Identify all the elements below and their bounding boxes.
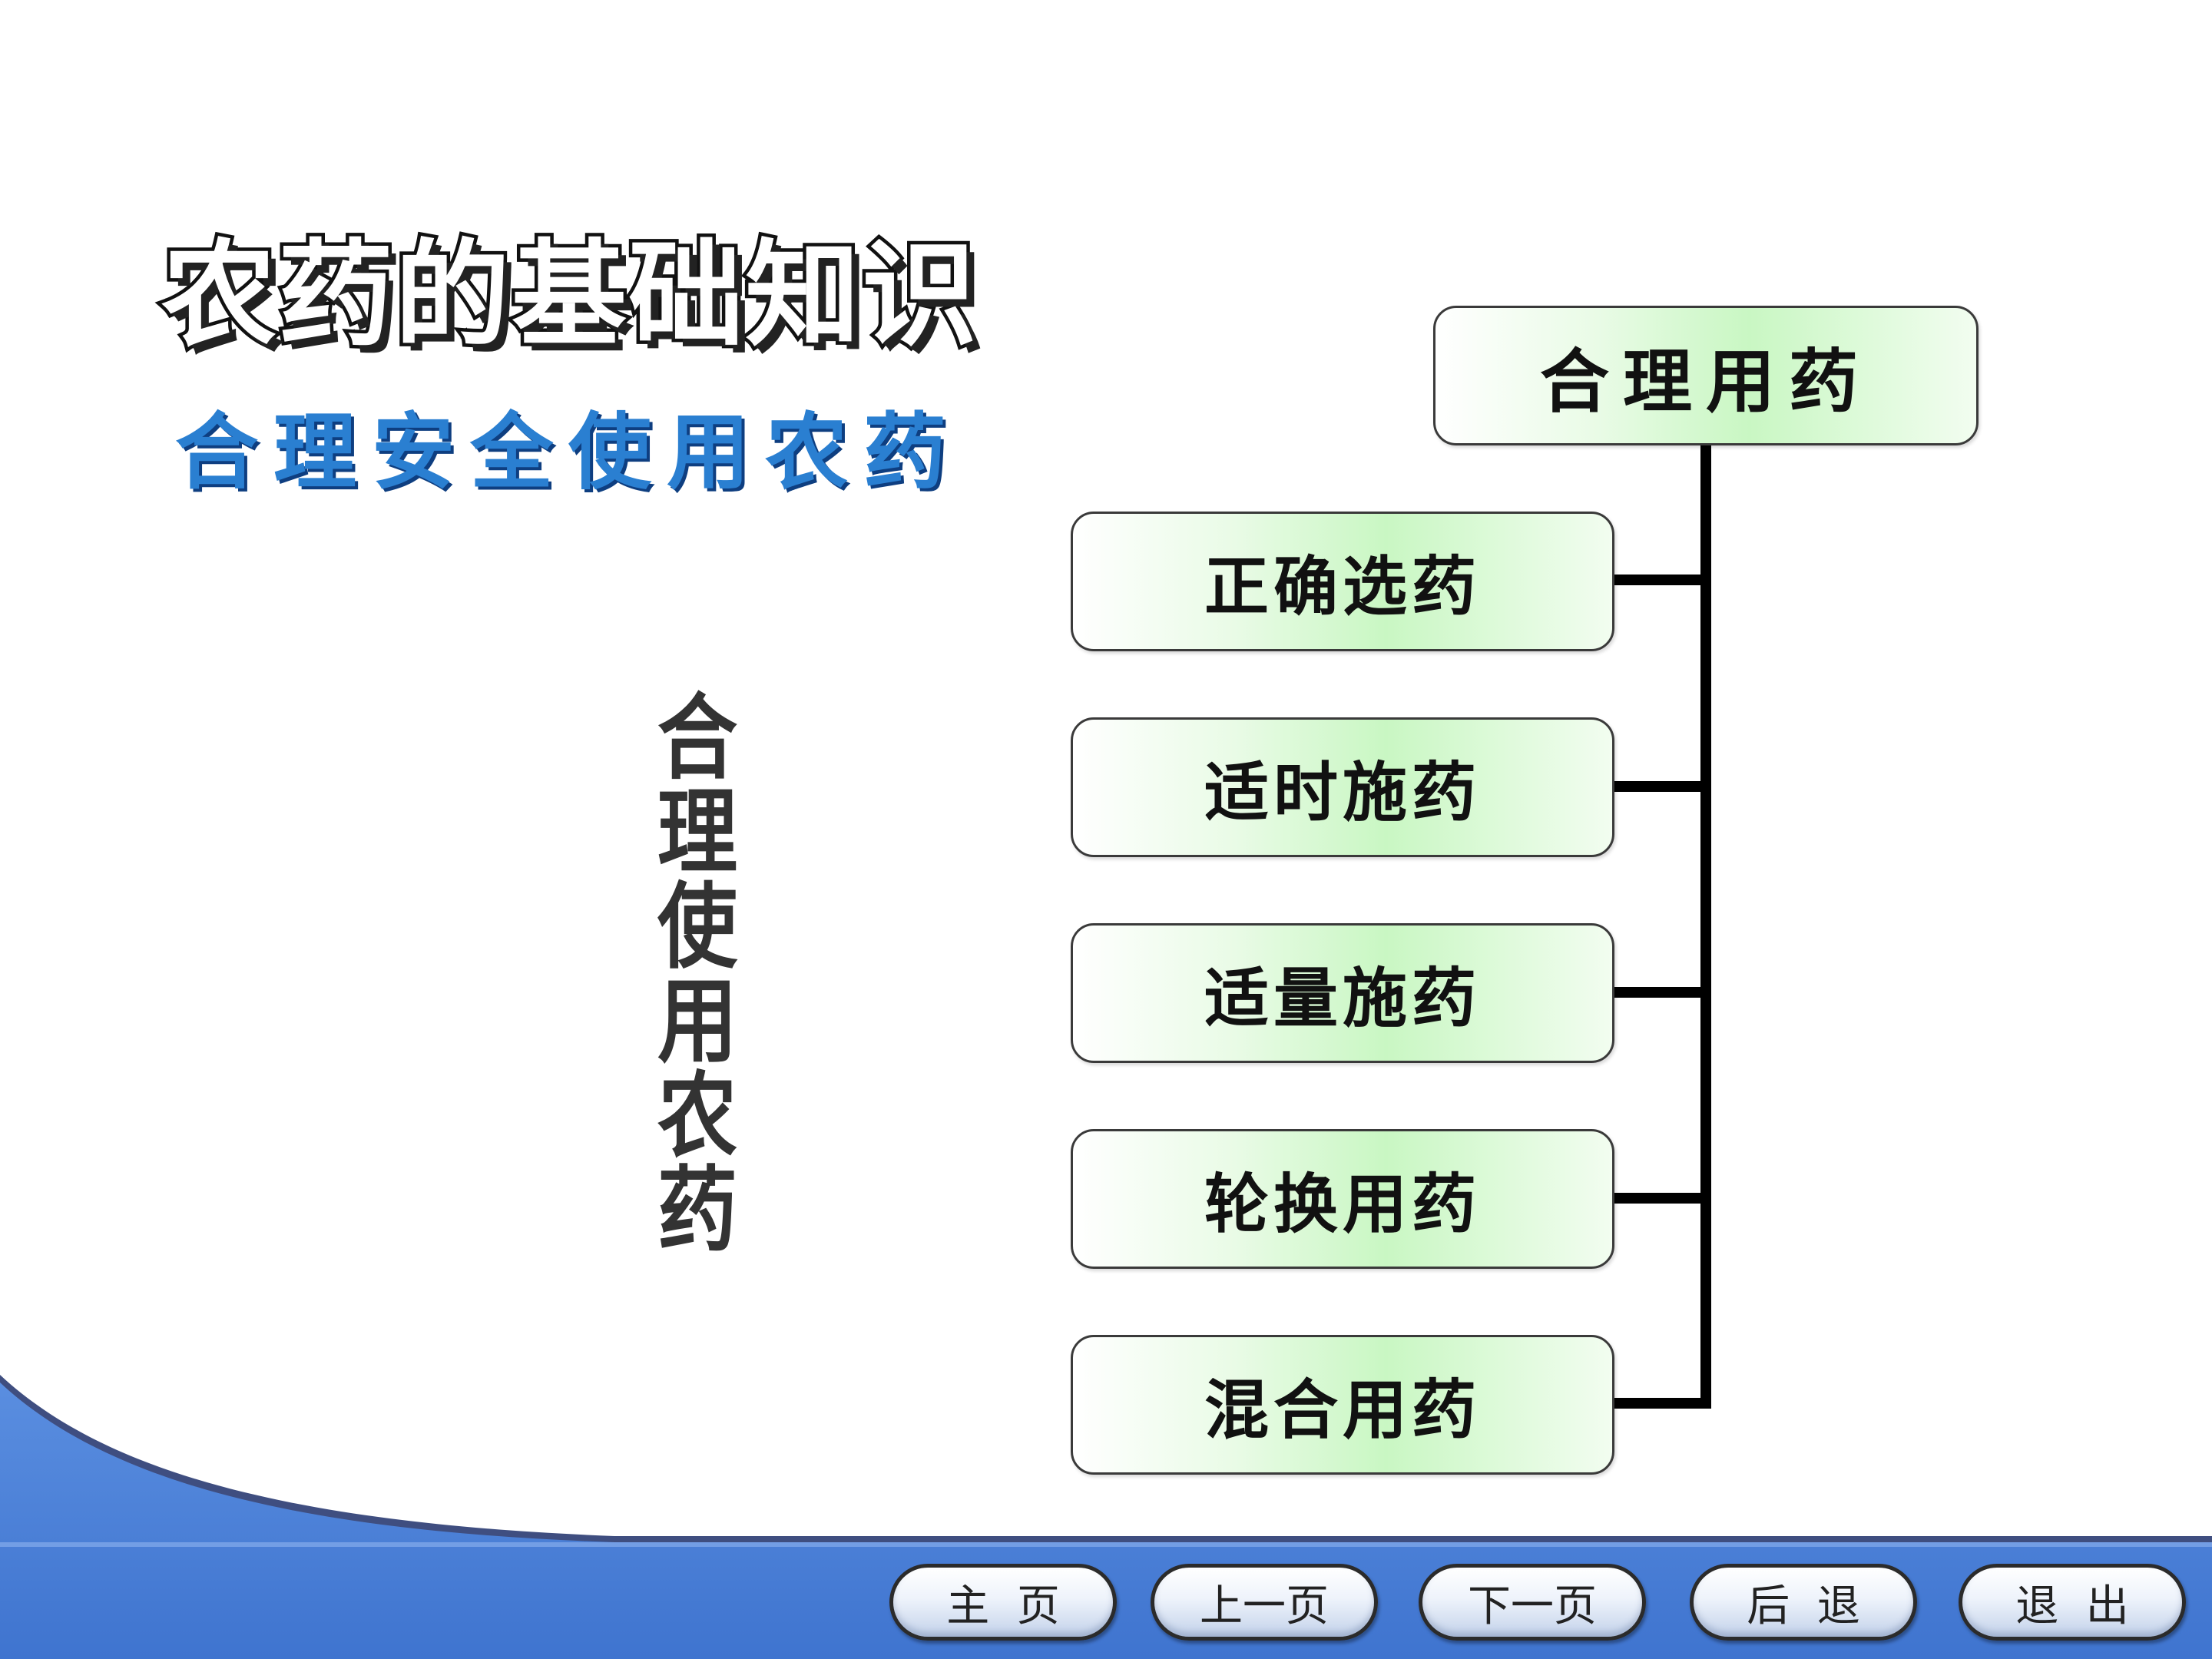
diagram-node-rotation: 轮换用药 (1071, 1129, 1614, 1269)
diagram-node-mixing: 混合用药 (1071, 1335, 1614, 1475)
vertical-label-char: 农 (657, 1061, 737, 1171)
vertical-label-char: 理 (657, 778, 737, 887)
diagram-root-node: 合理用药 (1433, 306, 1979, 445)
back-button[interactable]: 后 退 (1690, 1564, 1917, 1641)
exit-button[interactable]: 退 出 (1959, 1564, 2186, 1641)
main-title: 农药的基础知识 (157, 226, 980, 366)
subtitle: 合理安全使用农药 (175, 405, 962, 501)
vertical-label-char: 用 (657, 967, 737, 1076)
vertical-label-char: 使 (657, 873, 737, 982)
home-button[interactable]: 主 页 (889, 1564, 1117, 1641)
diagram-node-select: 正确选药 (1071, 512, 1614, 651)
vertical-label-char: 合 (657, 684, 737, 793)
navigation-bar: 主 页 上一页 下一页 后 退 退 出 (883, 1564, 2204, 1648)
diagram-node-dosage: 适量施药 (1071, 923, 1614, 1063)
previous-page-button[interactable]: 上一页 (1151, 1564, 1378, 1641)
next-page-button[interactable]: 下一页 (1419, 1564, 1646, 1641)
vertical-label: 合 理 使 用 农 药 (651, 684, 743, 1265)
vertical-label-char: 药 (657, 1156, 737, 1265)
diagram-node-timing: 适时施药 (1071, 717, 1614, 857)
